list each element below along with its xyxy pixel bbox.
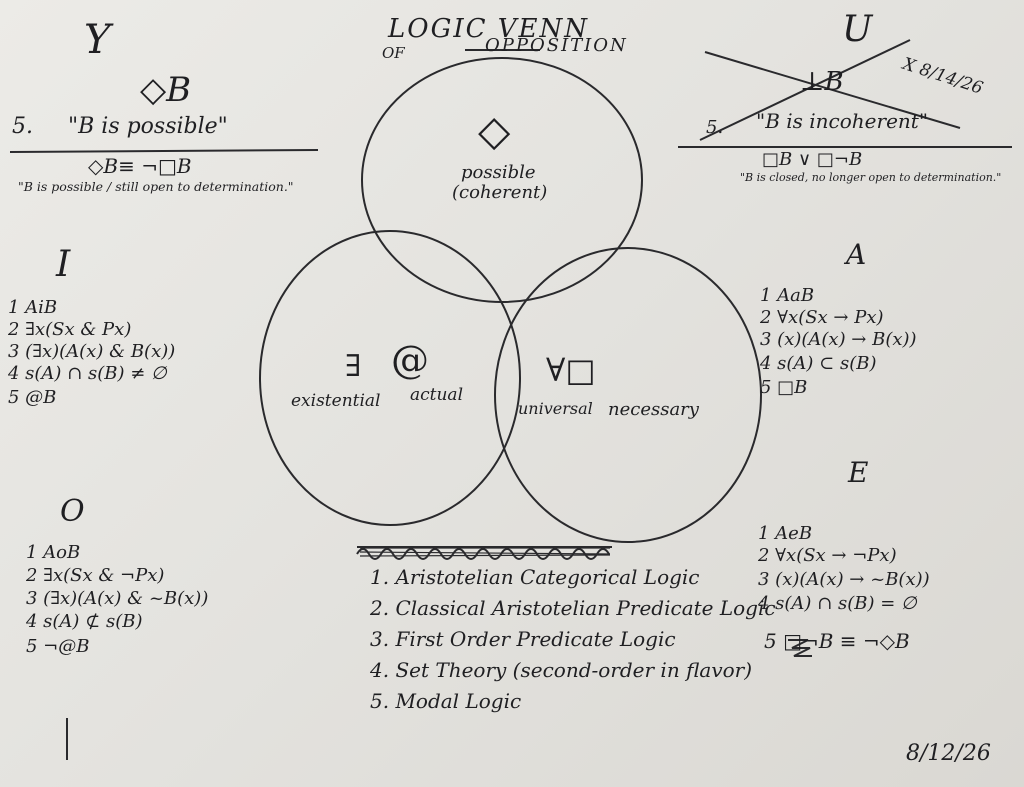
o-header: O (60, 494, 85, 529)
a-header: A (846, 238, 867, 271)
u-formula: □B ∨ □¬B (762, 149, 863, 170)
i-line-1: 1 AiB (8, 297, 58, 318)
u-note: "B is closed, no longer open to determin… (740, 171, 1002, 184)
e-line-2: 2 ∀x(Sx → ¬Px) (758, 545, 897, 566)
circle-universal (494, 247, 762, 543)
e-header: E (848, 456, 869, 489)
a-line-5: 5 □B (760, 377, 808, 398)
corner-y: Y (84, 17, 111, 63)
label-existential: existential (291, 391, 381, 411)
y-number: 5. (12, 114, 33, 139)
list-item-4: 4. Set Theory (second-order in flavor) (370, 658, 753, 682)
e-line-1: 1 AeB (758, 523, 813, 544)
circle-existential (259, 230, 521, 526)
scribble-mark (788, 639, 812, 657)
title-of: OF (382, 44, 405, 62)
e-line-5: 5 □¬B ≡ ¬◇B (764, 629, 910, 653)
a-line-4: 4 s(A) ⊂ s(B) (760, 353, 877, 374)
i-line-5: 5 @B (8, 387, 57, 408)
e-line-3: 3 (x)(A(x) → ~B(x)) (758, 569, 930, 590)
title-line1: LOGIC VENN (388, 14, 590, 44)
u-number: 5. (706, 117, 724, 138)
a-line-3: 3 (x)(A(x) → B(x)) (760, 329, 917, 350)
title-line2: OPPOSITION (485, 35, 628, 56)
cross-out-line-2 (699, 39, 911, 141)
e-line-4: 4 s(A) ∩ s(B) = ∅ (758, 593, 917, 614)
label-coherent: (coherent) (452, 182, 548, 203)
list-item-1: 1. Aristotelian Categorical Logic (370, 565, 700, 589)
o-line-4: 4 s(A) ⊄ s(B) (26, 611, 143, 632)
y-formula: ◇B≡ ¬□B (88, 154, 192, 178)
label-possible: possible (461, 162, 536, 183)
label-universal: universal (518, 399, 593, 418)
o-line-2: 2 ∃x(Sx & ¬Px) (26, 565, 165, 586)
list-item-2: 2. Classical Aristotelian Predicate Logi… (370, 596, 776, 620)
o-line-3: 3 (∃x)(A(x) & ~B(x)) (26, 588, 209, 609)
actual-at-symbol: @ (391, 338, 429, 382)
a-line-2: 2 ∀x(Sx → Px) (760, 307, 884, 328)
u-symbol: ⊥B (800, 67, 844, 97)
i-line-2: 2 ∃x(Sx & Px) (8, 319, 132, 340)
possible-diamond-symbol: ◇ (478, 106, 511, 155)
universal-necessary-symbol: ∀□ (546, 351, 596, 389)
scribbled-heading (356, 548, 610, 560)
o-line-5: 5 ¬@B (26, 636, 90, 657)
list-item-3: 3. First Order Predicate Logic (370, 627, 676, 651)
y-quote: "B is possible" (68, 114, 228, 139)
y-symbol: ◇B (140, 70, 192, 110)
u-quote: "B is incoherent" (756, 109, 929, 133)
list-item-5: 5. Modal Logic (370, 689, 522, 713)
i-line-3: 3 (∃x)(A(x) & B(x)) (8, 341, 176, 362)
exists-symbol: ∃ (345, 349, 362, 384)
label-necessary: necessary (608, 399, 699, 420)
y-note: "B is possible / still open to determina… (18, 179, 294, 194)
bottom-date: 8/12/26 (906, 741, 991, 766)
o-line-1: 1 AoB (26, 542, 81, 563)
cross-out-line-1 (704, 51, 961, 129)
corner-u: U (842, 9, 873, 50)
a-line-1: 1 AaB (760, 285, 815, 306)
i-header: I (56, 244, 71, 285)
i-line-4: 4 s(A) ∩ s(B) ≠ ∅ (8, 363, 167, 384)
label-actual: actual (410, 385, 464, 405)
